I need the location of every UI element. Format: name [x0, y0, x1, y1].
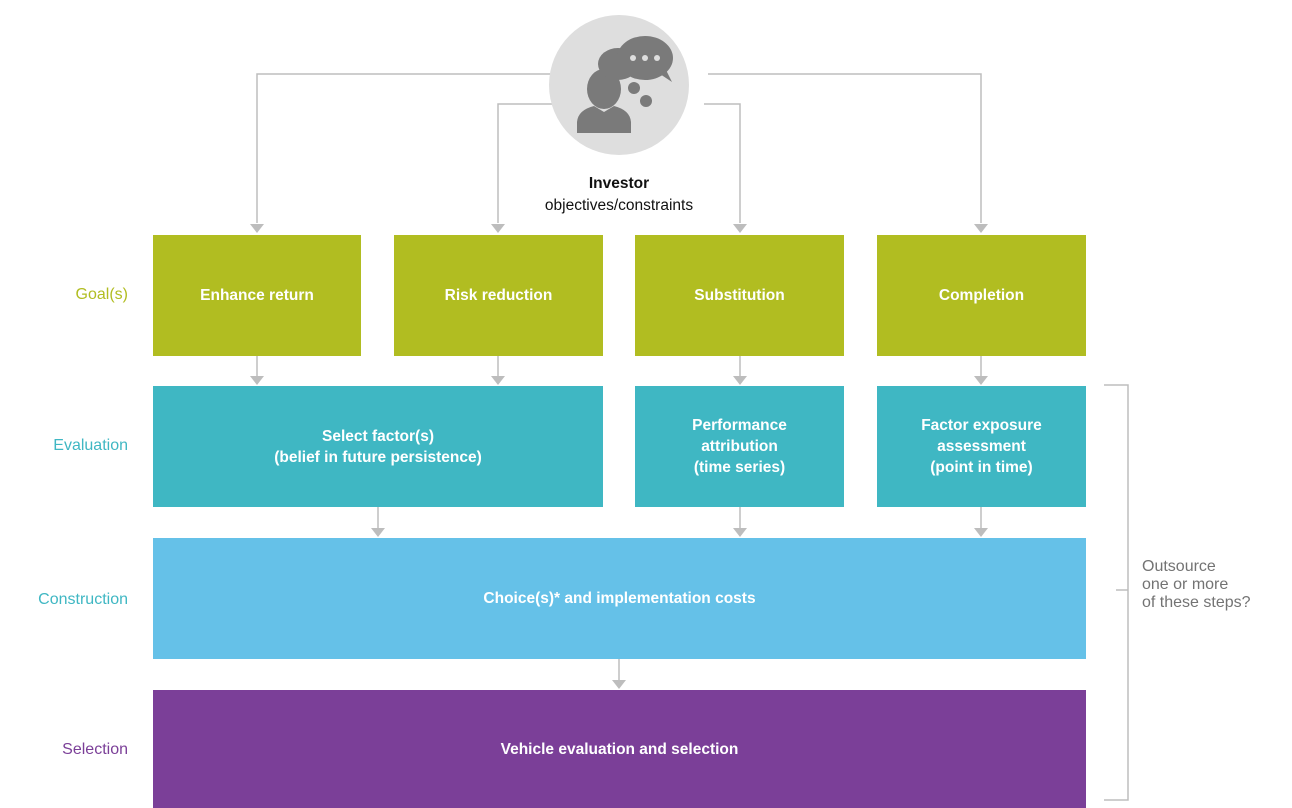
evaluation-line: (time series): [693, 459, 786, 476]
evaluation-line: (belief in future persistence): [274, 448, 482, 466]
connector-investor-completion: [708, 73, 982, 223]
goal-box-substitution: Substitution: [635, 235, 844, 356]
row-label-goals: Goal(s): [75, 286, 128, 303]
goal-label: Completion: [938, 287, 1025, 304]
row-label-selection: Selection: [62, 741, 128, 758]
arrowhead: [974, 376, 988, 385]
connector-investor-enhance-return: [256, 73, 550, 223]
connector-arrowheads: [250, 224, 988, 689]
evaluation-line: Performance: [692, 417, 787, 434]
evaluation-box-select-factors: Select factor(s) (belief in future persi…: [153, 386, 603, 507]
evaluation-line: Factor exposure: [921, 417, 1042, 434]
construction-label: Choice(s)* and implementation costs: [483, 590, 756, 607]
row-label-evaluation: Evaluation: [53, 437, 128, 454]
goal-box-enhance-return: Enhance return: [153, 235, 361, 356]
construction-box: Choice(s)* and implementation costs: [153, 538, 1086, 659]
arrowhead: [491, 376, 505, 385]
goal-label: Substitution: [694, 287, 785, 304]
selection-box: Vehicle evaluation and selection: [153, 690, 1086, 808]
goal-box-risk-reduction: Risk reduction: [394, 235, 603, 356]
evaluation-line: assessment: [937, 438, 1026, 455]
arrowhead: [612, 680, 626, 689]
arrowhead: [733, 376, 747, 385]
connector-investor-risk-reduction: [497, 103, 556, 223]
evaluation-line: Select factor(s): [322, 427, 434, 445]
evaluation-line: (point in time): [930, 459, 1033, 476]
connector-lines: [256, 73, 1129, 801]
evaluation-box-performance-attribution: Performance attribution (time series): [635, 386, 844, 507]
goal-label: Enhance return: [200, 287, 314, 304]
arrowhead: [974, 224, 988, 233]
outsource-note-line: of these steps?: [1142, 594, 1251, 611]
ellipsis-icon: [630, 55, 660, 61]
arrowhead: [371, 528, 385, 537]
goal-box-completion: Completion: [877, 235, 1086, 356]
outsource-bracket: [1104, 384, 1129, 801]
outsource-note: Outsource one or more of these steps?: [1142, 558, 1251, 612]
investor-thinking-icon: [549, 15, 689, 155]
evaluation-line: attribution: [701, 438, 778, 455]
arrowhead: [491, 224, 505, 233]
investor-subtitle: objectives/constraints: [544, 197, 694, 214]
arrowhead: [250, 376, 264, 385]
outsource-note-line: Outsource: [1142, 558, 1216, 575]
arrowhead: [250, 224, 264, 233]
goal-label: Risk reduction: [444, 287, 553, 304]
arrowhead: [733, 224, 747, 233]
connector-investor-substitution: [704, 103, 741, 223]
selection-label: Vehicle evaluation and selection: [500, 740, 739, 758]
arrowhead: [733, 528, 747, 537]
outsource-note-line: one or more: [1142, 576, 1229, 593]
row-label-construction: Construction: [38, 591, 128, 608]
evaluation-box-factor-exposure: Factor exposure assessment (point in tim…: [877, 386, 1086, 507]
investor-title: Investor: [588, 175, 650, 192]
arrowhead: [974, 528, 988, 537]
